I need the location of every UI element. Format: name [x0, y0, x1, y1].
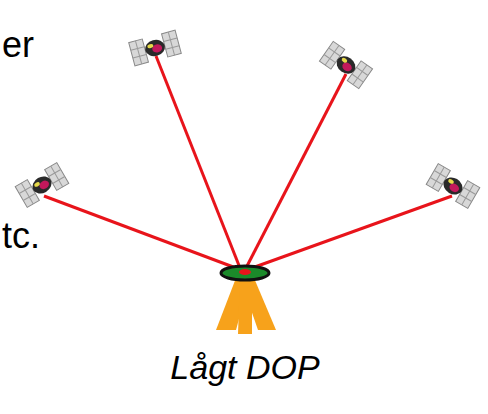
- dop-caption: Lågt DOP: [170, 350, 319, 384]
- slide-text-fragment: er: [2, 27, 34, 63]
- slide-text-fragment: tc.: [2, 218, 40, 254]
